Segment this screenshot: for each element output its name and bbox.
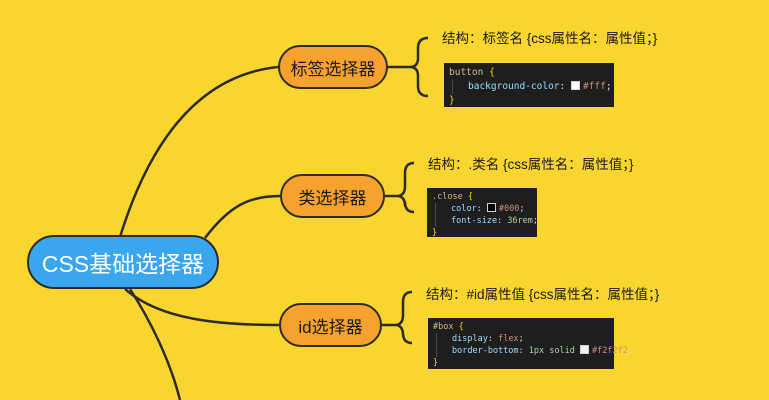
structure-text-class: 结构：.类名 {css属性名：属性值；} bbox=[428, 157, 634, 172]
code-block-class: .close { color: #000; font-size: 36rem; … bbox=[427, 188, 538, 239]
structure-text-id: 结构：#id属性值 {css属性名：属性值；} bbox=[426, 287, 660, 302]
code-block-tag: button { background-color: #fff; } bbox=[444, 63, 614, 107]
color-swatch bbox=[486, 203, 496, 212]
connector-root-class bbox=[204, 194, 281, 239]
code-line: background-color: #fff; bbox=[452, 80, 612, 94]
bracket-tag bbox=[388, 36, 429, 98]
code-line: border-bottom: 1px solid #f2f2f2; bbox=[436, 345, 633, 357]
connector-root-tag bbox=[118, 65, 279, 238]
code-line: } bbox=[433, 357, 609, 369]
branch-node-id-selector[interactable]: id选择器 bbox=[279, 303, 382, 347]
code-property: background-color bbox=[468, 81, 560, 92]
code-brace-open: { bbox=[467, 192, 473, 202]
code-line: .close { bbox=[432, 191, 532, 203]
code-line: } bbox=[449, 94, 609, 108]
code-property: border-bottom bbox=[452, 346, 519, 356]
code-value: #000 bbox=[498, 204, 520, 214]
code-selector: #box bbox=[433, 322, 454, 332]
code-brace-close: } bbox=[433, 358, 439, 368]
code-property: font-size bbox=[451, 216, 498, 226]
code-selector: .close bbox=[432, 192, 463, 202]
code-value: flex bbox=[498, 334, 519, 344]
code-brace-close: } bbox=[449, 95, 455, 106]
code-brace-open: { bbox=[489, 67, 495, 78]
connector-root-more bbox=[128, 288, 182, 400]
code-value: 36rem bbox=[507, 216, 533, 226]
code-line: #box { bbox=[433, 321, 609, 333]
code-value: 1px solid bbox=[528, 346, 575, 356]
code-property: display bbox=[452, 334, 488, 344]
code-line: color: #000; bbox=[435, 203, 532, 215]
code-line: display: flex; bbox=[436, 333, 609, 345]
code-selector: button bbox=[449, 67, 484, 78]
bracket-id bbox=[382, 290, 413, 345]
branch-node-class-selector[interactable]: 类选择器 bbox=[280, 174, 385, 218]
branch-node-tag-selector[interactable]: 标签选择器 bbox=[278, 45, 388, 89]
connector-root-id bbox=[124, 288, 280, 327]
code-brace-open: { bbox=[458, 322, 464, 332]
color-swatch bbox=[579, 345, 589, 354]
code-block-id: #box { display: flex; border-bottom: 1px… bbox=[428, 318, 633, 369]
bracket-class bbox=[385, 161, 415, 214]
structure-text-tag: 结构：标签名 {css属性名：属性值；} bbox=[442, 31, 658, 46]
code-property: color bbox=[451, 204, 477, 214]
code-line: font-size: 36rem; bbox=[435, 215, 538, 227]
color-swatch bbox=[570, 81, 580, 90]
code-brace-close: } bbox=[432, 228, 438, 238]
root-node[interactable]: CSS基础选择器 bbox=[27, 235, 219, 289]
code-line: } bbox=[432, 227, 532, 239]
code-value: #f2f2f2 bbox=[591, 346, 628, 356]
code-value: #fff bbox=[582, 81, 606, 92]
code-line: button { bbox=[449, 66, 609, 80]
